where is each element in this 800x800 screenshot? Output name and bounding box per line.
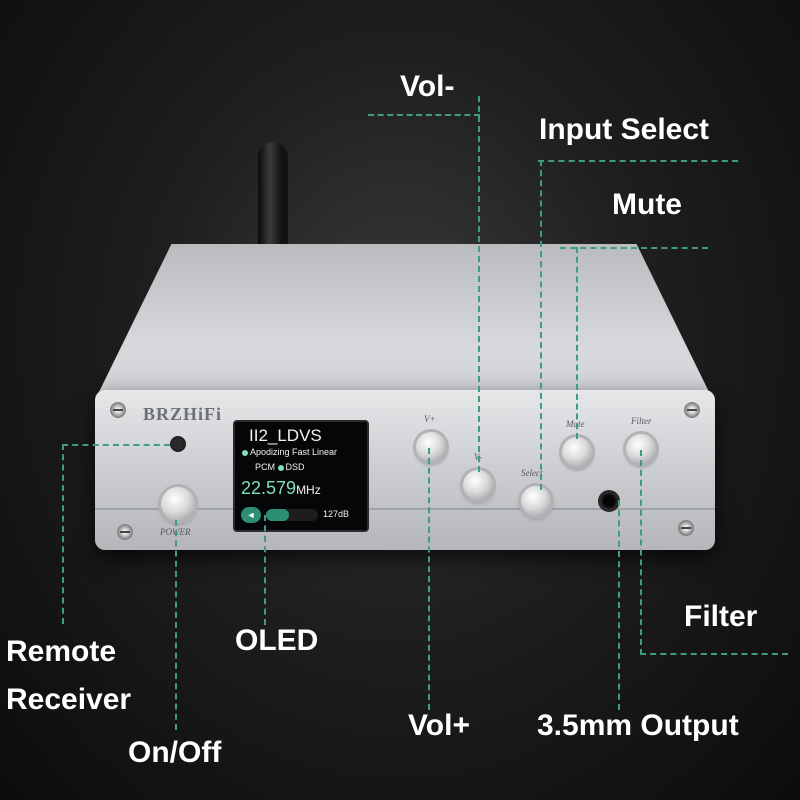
screw-icon xyxy=(678,520,694,536)
oled-format-row: PCM DSD xyxy=(255,462,305,472)
input-select-leader xyxy=(540,160,542,490)
remote-label-line1: Remote xyxy=(6,635,117,668)
filter-leader xyxy=(640,653,788,655)
oled-leader xyxy=(264,515,266,625)
oled-input-name: II2_LDVS xyxy=(249,426,322,445)
oled-label: OLED xyxy=(235,624,319,657)
output-label: 3.5mm Output xyxy=(537,709,739,742)
radio-dot-icon xyxy=(277,464,284,471)
filter-label: Filter xyxy=(684,600,758,633)
vol-minus-leader xyxy=(478,96,480,472)
oled-format-pcm: PCM xyxy=(255,462,275,472)
input-select-leader xyxy=(538,160,738,162)
oled-filter-mode-text: Apodizing Fast Linear xyxy=(250,447,338,457)
mute-leader xyxy=(576,247,578,439)
select-engraving: Select xyxy=(521,468,543,478)
remote-label-line2: Receiver xyxy=(6,683,132,716)
chassis-top xyxy=(98,244,710,394)
input-select-label: Input Select xyxy=(539,113,710,146)
volume-fill xyxy=(266,509,290,521)
brand-logo: BRZHiFi xyxy=(143,404,223,424)
vol-minus-label: Vol- xyxy=(400,70,455,103)
oled-display: II2_LDVS Apodizing Fast Linear PCM DSD 2… xyxy=(233,420,369,532)
oled-frequency-value: 22.579 xyxy=(241,478,297,498)
screw-icon xyxy=(684,402,700,418)
remote-leader xyxy=(62,444,170,446)
oled-filter-mode: Apodizing Fast Linear xyxy=(242,447,337,457)
vplus-engraving: V+ xyxy=(424,414,436,424)
filter-leader xyxy=(640,450,642,655)
oled-frequency: 22.579MHz xyxy=(241,478,321,499)
radio-dot-icon xyxy=(242,449,248,456)
mute-engraving: Mute xyxy=(566,419,585,429)
oled-format-dsd: DSD xyxy=(285,462,305,472)
oled-volume-value: 127dB xyxy=(323,509,350,519)
output-leader xyxy=(618,500,620,710)
mute-leader xyxy=(560,247,708,249)
remote-leader xyxy=(62,444,64,624)
on-off-leader xyxy=(175,520,177,730)
volume-track xyxy=(266,509,318,521)
speaker-icon: ◄ xyxy=(241,507,261,523)
oled-volume-bar: ◄ 127dB xyxy=(241,507,359,523)
mute-label: Mute xyxy=(612,188,682,221)
oled-frequency-unit: MHz xyxy=(296,483,321,497)
screw-icon xyxy=(110,402,126,418)
filter-engraving: Filter xyxy=(631,416,652,426)
input-select-button[interactable] xyxy=(521,486,551,516)
mute-button[interactable] xyxy=(562,437,592,467)
volume-down-button[interactable] xyxy=(463,470,493,500)
power-button[interactable] xyxy=(161,487,195,521)
remote-receiver xyxy=(170,436,186,452)
screw-icon xyxy=(117,524,133,540)
vol-plus-label: Vol+ xyxy=(408,709,470,742)
front-panel xyxy=(95,390,715,550)
front-panel-seam xyxy=(95,508,715,510)
vol-minus-leader xyxy=(368,114,480,116)
headphone-jack xyxy=(598,490,620,512)
volume-up-button[interactable] xyxy=(416,432,446,462)
vol-plus-leader xyxy=(428,448,430,710)
on-off-label: On/Off xyxy=(128,736,222,769)
